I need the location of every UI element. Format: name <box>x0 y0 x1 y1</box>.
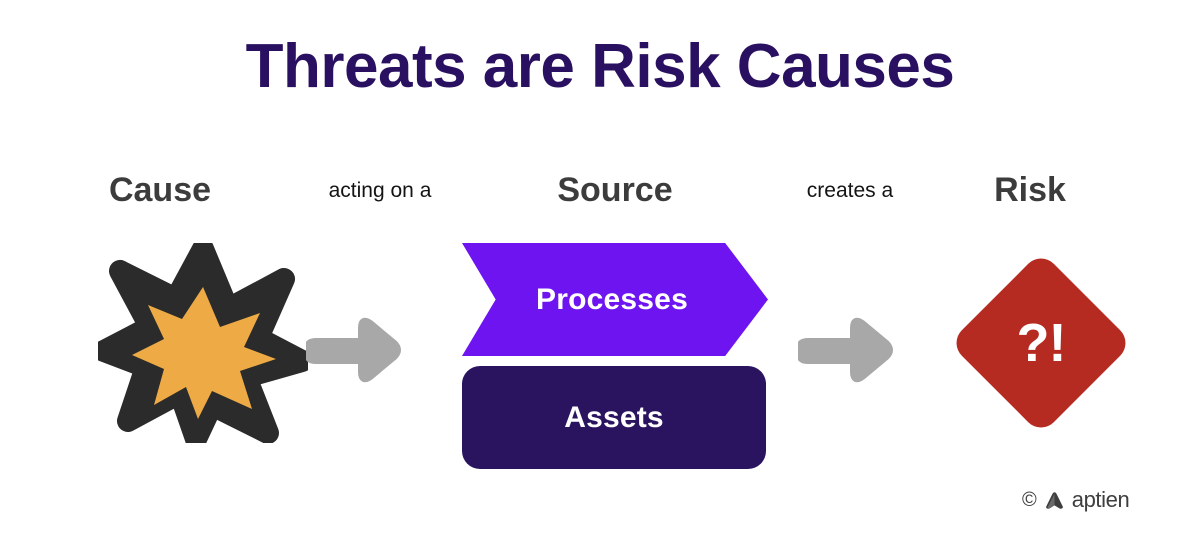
risk-symbol: ?! <box>1016 313 1067 373</box>
risk-heading: Risk <box>994 171 1066 209</box>
source-heading: Source <box>557 171 673 209</box>
starburst-icon <box>98 243 308 443</box>
assets-label: Assets <box>564 400 664 434</box>
cause-heading: Cause <box>108 171 212 209</box>
brand-name: aptien <box>1071 487 1130 512</box>
copyright-icon: © <box>1022 489 1037 511</box>
aptien-triangle-logo-icon <box>1044 490 1065 511</box>
source-group: Processes Assets <box>462 243 768 469</box>
page-title: Threats are Risk Causes <box>245 32 955 101</box>
processes-label: Processes <box>536 282 688 316</box>
connector-label-creates-a: creates a <box>806 179 894 202</box>
assets-box[interactable]: Assets <box>462 366 766 469</box>
arrow-right-icon-2 <box>798 316 894 386</box>
footer-logo: © aptien <box>1022 487 1130 512</box>
arrow-right-icon-1 <box>306 316 402 386</box>
processes-banner[interactable]: Processes <box>462 243 768 356</box>
risk-diamond-icon[interactable]: ?! <box>949 251 1133 435</box>
starburst-inner-shape <box>132 287 276 419</box>
connector-label-acting-on-a: acting on a <box>328 179 432 202</box>
processes-banner-shape <box>462 243 768 356</box>
